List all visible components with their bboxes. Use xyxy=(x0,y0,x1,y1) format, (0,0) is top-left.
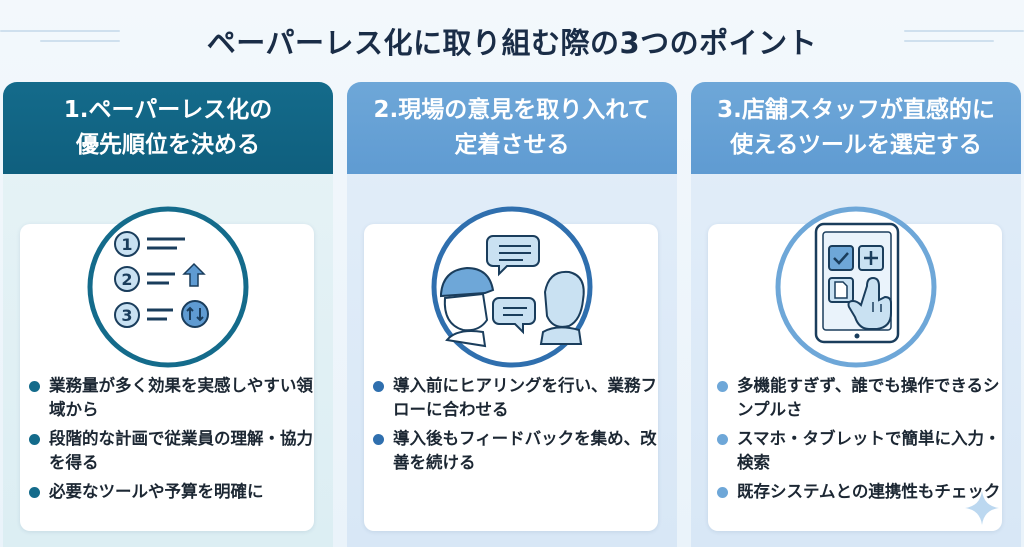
bullet-item: 既存システムとの連携性もチェック xyxy=(717,480,1007,504)
list-number: 1 xyxy=(121,235,132,254)
bullet-item: 多機能すぎず、誰でも操作できるシンプルさ xyxy=(717,374,1007,422)
decorative-line xyxy=(904,40,994,42)
bullet-item: 段階的な計画で従業員の理解・協力を得る xyxy=(29,427,319,475)
column-header-line1: 3.店舗スタッフが直感的に xyxy=(717,97,995,123)
column-header-line1: 2.現場の意見を取り入れて xyxy=(373,97,651,123)
bullet-item: 導入後もフィードバックを集め、改善を続ける xyxy=(373,427,663,475)
bullet-item: 必要なツールや予算を明確に xyxy=(29,480,319,504)
bullet-list: 業務量が多く効果を実感しやすい領域から 段階的な計画で従業員の理解・協力を得る … xyxy=(29,374,319,509)
bullet-item: スマホ・タブレットで簡単に入力・検索 xyxy=(717,427,1007,475)
bullet-list: 多機能すぎず、誰でも操作できるシンプルさ スマホ・タブレットで簡単に入力・検索 … xyxy=(717,374,1007,509)
column-header-line2: 優先順位を決める xyxy=(76,132,260,158)
bullet-list: 導入前にヒアリングを行い、業務フローに合わせる 導入後もフィードバックを集め、改… xyxy=(373,374,663,480)
tablet-touch-icon xyxy=(771,202,941,372)
column-header-line2: 定着させる xyxy=(454,132,570,158)
point-column-1: 1.ペーパーレス化の 優先順位を決める 1 2 3 業務量が多く効果を実感しやす… xyxy=(3,82,333,547)
bullet-item: 業務量が多く効果を実感しやすい領域から xyxy=(29,374,319,422)
point-column-2: 2.現場の意見を取り入れて 定着させる 導入前にヒアリングを行い、業務フローに合… xyxy=(347,82,677,547)
page-title: ペーパーレス化に取り組む際の3つのポイント xyxy=(206,26,818,60)
priority-list-icon: 1 2 3 xyxy=(83,202,253,372)
list-number: 3 xyxy=(121,306,132,325)
sparkle-icon xyxy=(965,491,999,525)
column-header-line2: 使えるツールを選定する xyxy=(730,132,982,158)
decorative-line xyxy=(0,30,120,32)
point-column-3: 3.店舗スタッフが直感的に 使えるツールを選定する 多機能すぎず、誰でも操作でき… xyxy=(691,82,1021,547)
list-number: 2 xyxy=(121,270,132,289)
decorative-line xyxy=(904,30,1024,32)
conversation-icon xyxy=(427,202,597,372)
column-header-1: 1.ペーパーレス化の 優先順位を決める xyxy=(3,82,333,174)
decorative-line xyxy=(40,40,120,42)
column-header-3: 3.店舗スタッフが直感的に 使えるツールを選定する xyxy=(691,82,1021,174)
column-header-line1: 1.ペーパーレス化の xyxy=(63,97,273,123)
column-header-2: 2.現場の意見を取り入れて 定着させる xyxy=(347,82,677,174)
bullet-item: 導入前にヒアリングを行い、業務フローに合わせる xyxy=(373,374,663,422)
